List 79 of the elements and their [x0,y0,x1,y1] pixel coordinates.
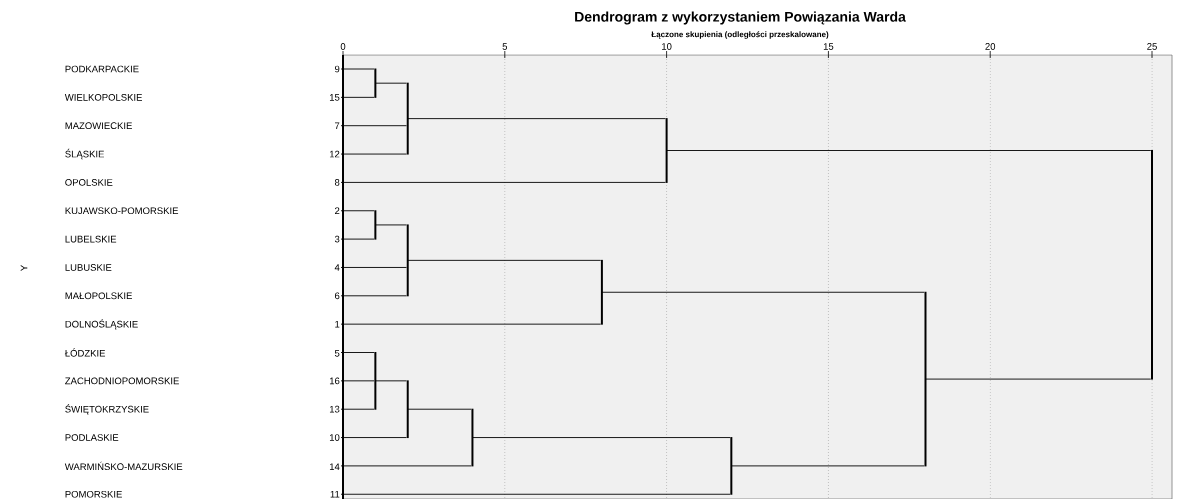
tick-label: 0 [340,43,346,50]
row-label: PODKARPACKIE [65,65,139,73]
row-label: ŚLĄSKIE [65,148,104,160]
row-label: LUBUSKIE [65,264,112,271]
dendrogram-link [340,408,375,410]
leaf-number: 5 [334,350,340,357]
dendrogram-link [340,181,666,183]
leaf-number: 1 [335,320,340,328]
leaf-number: 7 [335,122,340,129]
dendrogram-link [340,465,472,467]
row-label: ZACHODNIOPOMORSKIE [65,377,179,385]
leaf-number: 10 [329,434,340,441]
axis-title: Łączone skupienia (odległości przeskalowane) [651,31,829,39]
row-label: DOLNOŚLĄSKIE [65,318,138,330]
dendrogram-link [340,68,375,70]
dendrogram-link [407,408,472,410]
row-label: MAŁOPOLSKIE [65,292,132,300]
row-label: KUJAWSKO-POMORSKIE [65,207,179,215]
dendrogram-link [374,224,407,226]
leaf-number: 4 [334,264,340,271]
dendrogram-link [374,380,407,382]
row-label: ŚWIĘTOKRZYSKIE [65,403,149,415]
tick-label: 10 [662,43,672,50]
cluster-bar [730,437,733,495]
cluster-bar [406,380,409,439]
dendrogram-link [340,210,375,212]
tick-label: 5 [502,43,508,50]
dendrogram-link [340,352,375,353]
axis-label: Y [20,265,28,271]
dendrogram-link [340,295,407,297]
cluster-bar [471,408,474,467]
leaf-number: 9 [334,65,340,73]
row-label: WARMIŃSKO-MAZURSKIE [64,461,183,471]
leaf-number: 6 [335,292,340,300]
cluster-bar [600,259,603,325]
cluster-bar [374,68,377,98]
dendrogram-link [407,118,666,120]
row-label: POMORSKIE [65,490,122,498]
leaf-number: 16 [329,377,340,385]
row-label: LUBELSKIE [65,235,117,243]
cluster-bar [924,291,927,467]
dendrogram-link [340,380,375,382]
tick-label: 20 [985,43,996,50]
leaf-number: 14 [329,463,340,470]
leaf-number: 8 [334,179,340,186]
cluster-bar [406,224,409,297]
leaf-number: 12 [329,150,340,158]
dendrogram-link [472,437,731,438]
dendrogram-link [340,493,731,495]
cluster-bar [374,352,377,410]
row-label: WIELKOPOLSKIE [64,94,142,101]
leaf-number: 2 [335,207,340,214]
dendrogram-link [601,291,925,293]
dendrogram-link [340,153,407,155]
dendrogram-link [730,465,925,467]
dendrogram-link [374,82,407,84]
leaf-number: 15 [329,94,340,101]
dendrogram-link [340,267,407,268]
dendrogram-link [340,323,602,325]
row-label: ŁÓDZKIE [64,348,106,357]
row-label: OPOLSKIE [65,179,113,186]
dendrogram-link [340,437,407,438]
leaf-number: 3 [334,235,340,243]
cluster-bar [665,118,668,183]
leaf-number: 11 [330,491,340,498]
dendrogram-link [340,96,375,98]
dendrogram-link [925,378,1152,380]
dendrogram-link [340,125,407,127]
tick-label: 25 [1147,43,1157,50]
cluster-bar [374,210,377,240]
row-label: PODLASKIE [65,434,119,441]
row-label: MAZOWIECKIE [65,122,132,130]
dendrogram-link [407,259,602,261]
dendrogram-link [340,238,375,240]
cluster-bar [406,82,409,155]
leaf-number: 13 [329,405,340,413]
tick-label: 15 [823,43,834,50]
dendrogram-link [666,150,1152,151]
chart-title: Dendrogram z wykorzystaniem Powiązania Warda [575,11,906,25]
